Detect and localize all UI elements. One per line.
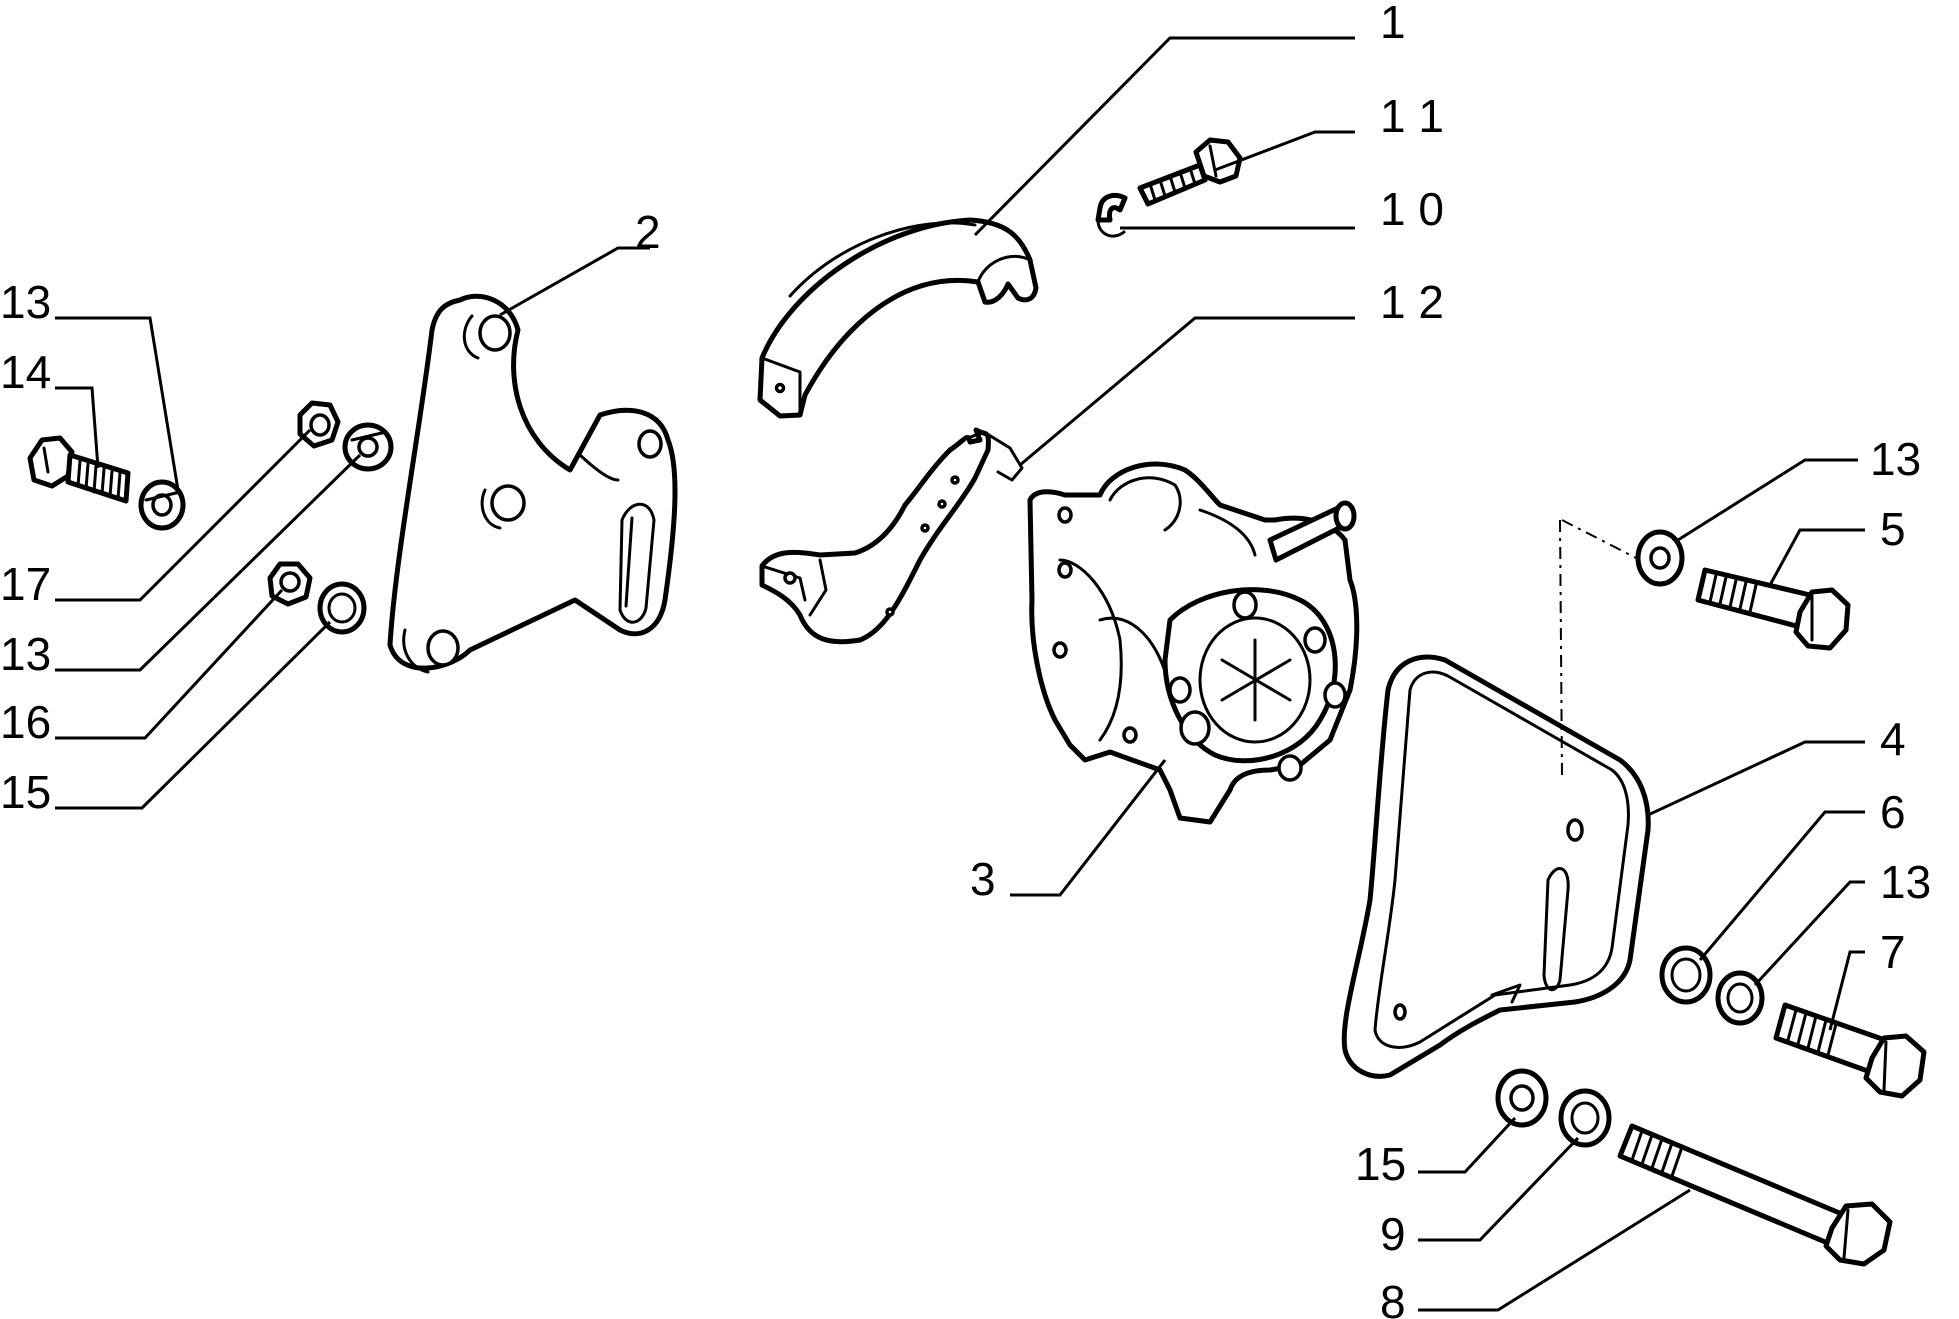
callout-13-left-top: 13 bbox=[0, 276, 51, 328]
right-washer-13-top bbox=[1635, 529, 1685, 587]
callout-6: 6 bbox=[1880, 786, 1906, 838]
long-bolt-8 bbox=[1617, 1123, 1893, 1267]
small-bolt-11 bbox=[1137, 137, 1243, 207]
callout-15-left: 15 bbox=[0, 766, 51, 818]
callout-3: 3 bbox=[970, 853, 996, 905]
callout-12: 1 2 bbox=[1380, 276, 1444, 328]
callout-11: 1 1 bbox=[1380, 90, 1444, 142]
upper-clamp-strap-1 bbox=[757, 217, 1039, 419]
callout-1: 1 bbox=[1380, 0, 1406, 48]
callout-13-right-top: 13 bbox=[1870, 433, 1921, 485]
mounting-bracket-2 bbox=[387, 293, 678, 674]
callout-2: 2 bbox=[635, 206, 661, 258]
lower-clamp-strap-12 bbox=[759, 427, 1024, 645]
right-washer-15 bbox=[1495, 1068, 1549, 1128]
callout-9: 9 bbox=[1380, 1208, 1406, 1260]
callout-14: 14 bbox=[0, 346, 51, 398]
power-steering-pump-3 bbox=[1027, 461, 1360, 825]
callout-8: 8 bbox=[1380, 1276, 1406, 1319]
left-nut-17 bbox=[297, 400, 341, 449]
retaining-clip-10 bbox=[1095, 193, 1128, 238]
callout-5: 5 bbox=[1880, 503, 1906, 555]
cover-plate-4 bbox=[1341, 654, 1651, 1079]
callout-10: 1 0 bbox=[1380, 183, 1444, 235]
callout-17: 17 bbox=[0, 558, 51, 610]
right-washer-6 bbox=[1659, 945, 1713, 1005]
callout-7: 7 bbox=[1880, 926, 1906, 978]
callout-4: 4 bbox=[1880, 713, 1906, 765]
alignment-reference-line bbox=[1559, 519, 1641, 776]
right-bolt-5 bbox=[1695, 567, 1851, 651]
left-washer-15 bbox=[317, 581, 367, 635]
callout-16: 16 bbox=[0, 696, 51, 748]
right-bolt-7 bbox=[1773, 1002, 1927, 1099]
callout-13-left-mid: 13 bbox=[0, 628, 51, 680]
callout-15-right: 15 bbox=[1355, 1138, 1406, 1190]
right-washer-9 bbox=[1558, 1088, 1612, 1148]
callout-13-right-mid: 13 bbox=[1880, 856, 1931, 908]
leader-lines bbox=[55, 36, 1865, 1312]
left-bolt-14 bbox=[27, 435, 131, 504]
left-lock-washer-13 bbox=[138, 479, 186, 531]
right-washer-13-mid bbox=[1715, 970, 1765, 1026]
left-lock-washer-13b bbox=[342, 422, 394, 472]
